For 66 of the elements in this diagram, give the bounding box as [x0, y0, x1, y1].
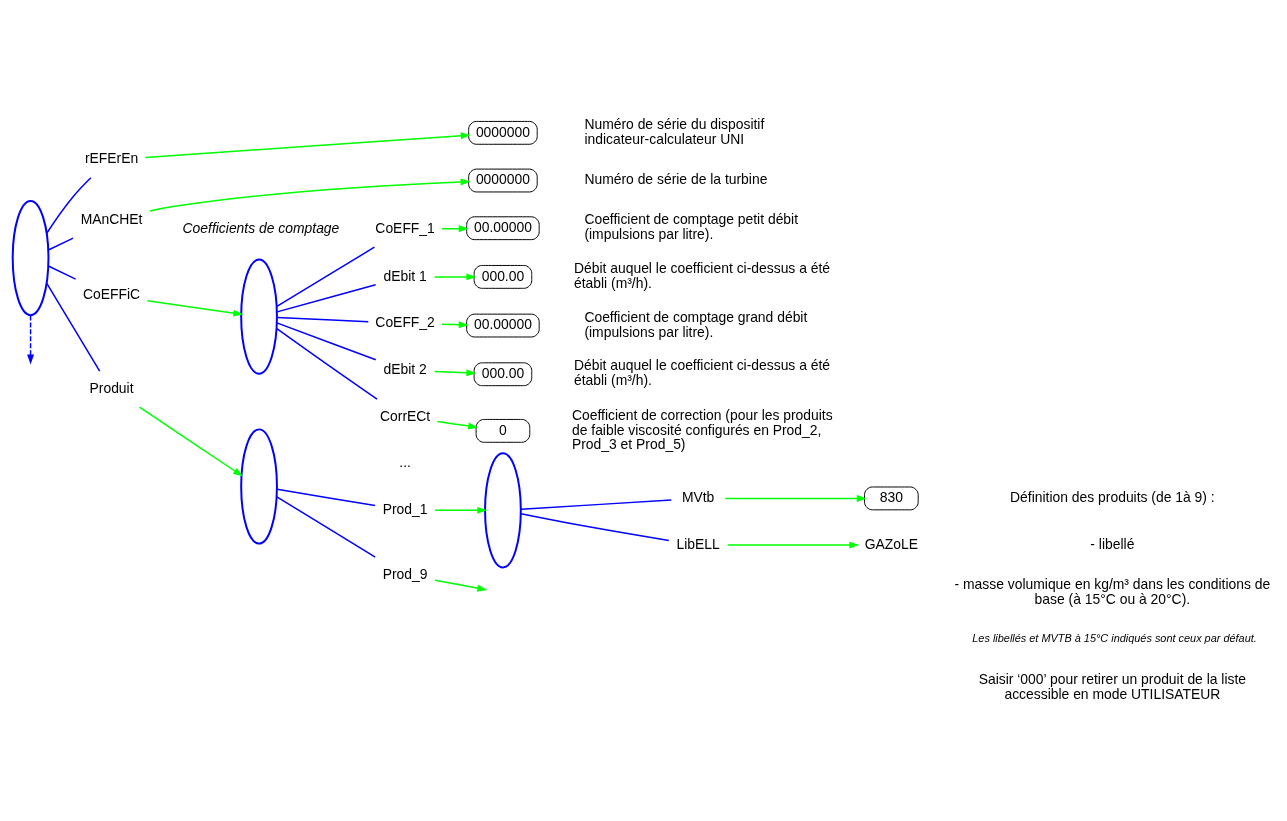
- node-text: MVtb: [681, 489, 715, 506]
- node-text: MAnCHEt: [80, 210, 143, 227]
- node-box: 000.00: [473, 362, 533, 387]
- arrow: [146, 300, 244, 317]
- node-box: 000.00: [473, 264, 533, 289]
- node-box: 00.00000: [466, 216, 540, 241]
- label: - libellé: [1090, 535, 1135, 552]
- arrow: [441, 225, 469, 233]
- label: ...: [399, 454, 411, 471]
- connector: [520, 513, 670, 542]
- node-box: 00.00000: [466, 313, 540, 338]
- connector: [276, 488, 376, 507]
- node-box: 0000000: [468, 120, 538, 145]
- node-label: Coefficient de comptage petit débit (impulsions par litre).: [584, 211, 799, 243]
- connector: [276, 327, 378, 400]
- node-text: Prod_1: [382, 501, 428, 518]
- arrow: [436, 420, 479, 430]
- node-label: Débit auquel le coefficient ci-dessus a été établi (m³/h).: [573, 260, 831, 292]
- node-ellipse: [240, 258, 278, 375]
- arrow: [434, 579, 488, 592]
- connector: [276, 284, 377, 313]
- connector: [520, 499, 672, 511]
- connector: [276, 322, 377, 361]
- node-label: Débit auquel le coefficient ci-dessus a été établi (m³/h).: [573, 357, 831, 389]
- connector: [47, 265, 77, 280]
- connector: [46, 282, 101, 372]
- node-label: Numéro de série du dispositif indicateur-calculateur UNI: [584, 116, 765, 147]
- node-text: CoEFFiC: [82, 286, 141, 303]
- arrow: [138, 406, 244, 477]
- node-label: Coefficients de comptage: [182, 219, 340, 236]
- arrow: [144, 132, 471, 159]
- node-box: 0: [475, 418, 531, 443]
- label: - masse volumique en kg/m³ dans les conditions de base (à 15°C ou à 20°C).: [954, 576, 1271, 607]
- node-text: LibELL: [676, 535, 720, 552]
- node-ellipse: [11, 199, 50, 317]
- connector: [47, 237, 74, 251]
- arrow: [724, 494, 867, 502]
- arrow: [27, 314, 35, 365]
- node-text: Produit: [89, 379, 134, 396]
- node-text: Prod_9: [382, 565, 428, 582]
- node-text: GAZoLE: [864, 535, 918, 552]
- node-text: CoEFF_1: [375, 219, 435, 236]
- node-label: Coefficient de comptage grand débit (impulsions par litre).: [584, 308, 808, 340]
- node-label: Numéro de série de la turbine: [584, 171, 768, 188]
- connector: [46, 176, 92, 234]
- arrow: [727, 541, 860, 549]
- node-box: 0000000: [468, 168, 538, 193]
- node-text: CorrECt: [380, 407, 431, 424]
- label: Définition des produits (de 1à 9) :: [1010, 489, 1215, 506]
- node-label: Coefficient de correction (pour les produits de faible viscosité configurés en Prod_2, Prod_3 et Prod_5): [571, 406, 833, 453]
- connector: [276, 496, 376, 558]
- node-text: dEbit 2: [383, 360, 427, 377]
- node-text: rEFErEn: [84, 150, 139, 167]
- arrow: [434, 506, 488, 514]
- connector: [276, 316, 370, 323]
- arrow: [433, 273, 477, 281]
- arrow: [433, 369, 477, 377]
- arrow: [149, 178, 471, 212]
- node-box: 830: [864, 486, 919, 511]
- label: Saisir ‘000’ pour retirer un produit de la liste accessible en mode UTILISATEUR: [978, 671, 1247, 703]
- connector: [276, 246, 376, 308]
- node-text: dEbit 1: [383, 267, 427, 284]
- node-ellipse: [240, 428, 278, 545]
- label: Les libellés et MVTB à 15°C indiqués sont ceux par défaut.: [972, 632, 1257, 645]
- node-ellipse: [484, 452, 522, 569]
- node-text: CoEFF_2: [375, 314, 435, 331]
